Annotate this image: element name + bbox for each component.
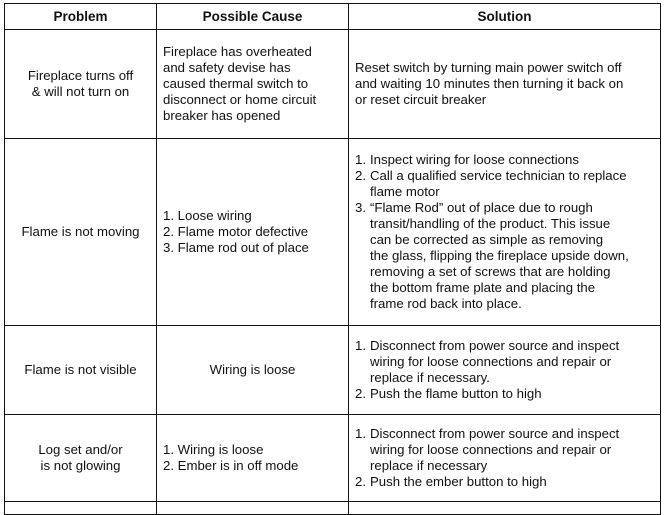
- problem-line: is not glowing: [40, 458, 121, 473]
- cause-line: and safety devise has: [163, 60, 291, 75]
- solution-cell: [348, 501, 661, 515]
- solution-step: 1. Disconnect from power source and insp…: [355, 426, 654, 474]
- step-line: flame motor: [370, 184, 440, 199]
- solution-step: 1. Inspect wiring for loose connections: [355, 152, 654, 168]
- problem-line: Fireplace turns off: [27, 68, 134, 83]
- solution-step: 1. Disconnect from power source and insp…: [355, 338, 654, 386]
- header-row: Problem Possible Cause Solution: [4, 3, 661, 30]
- header-possible-cause: Possible Cause: [156, 3, 349, 30]
- solution-steps: 1. Disconnect from power source and insp…: [355, 338, 654, 402]
- step-line: Push the ember button to high: [370, 474, 547, 489]
- step-number: 2.: [355, 168, 366, 183]
- step-number: 3.: [355, 200, 366, 215]
- step-line: the bottom frame plate and placing the: [370, 280, 596, 295]
- step-number: 2.: [355, 386, 366, 401]
- step-line: the glass, flipping the fireplace upside…: [370, 248, 629, 263]
- step-line: Disconnect from power source and inspect: [370, 426, 620, 441]
- step-line: can be corrected as simple as removing: [370, 232, 604, 247]
- solution-cell: Reset switch by turning main power switc…: [348, 29, 661, 139]
- cause-cell: Wiring is loose: [156, 325, 349, 415]
- step-number: 2.: [355, 474, 366, 489]
- problem-cell: [4, 501, 157, 515]
- cause-cell: Fireplace has overheated and safety devi…: [156, 29, 349, 139]
- header-problem: Problem: [4, 3, 157, 30]
- cause-cell: 1. Loose wiring 2. Flame motor defective…: [156, 138, 349, 326]
- solution-step: 3. “Flame Rod” out of place due to rough…: [355, 200, 654, 312]
- step-line: wiring for loose connections and repair …: [370, 354, 612, 369]
- solution-step: 2. Call a qualified service technician t…: [355, 168, 654, 200]
- step-line: replace if necessary: [370, 458, 488, 473]
- problem-line: Log set and/or: [38, 442, 123, 457]
- table-row: Fireplace turns off & will not turn on F…: [4, 29, 661, 139]
- troubleshooting-table: Problem Possible Cause Solution Fireplac…: [4, 3, 661, 515]
- cause-line: 3. Flame rod out of place: [163, 240, 309, 255]
- cause-line: 2. Flame motor defective: [163, 224, 309, 239]
- cause-line: caused thermal switch to: [163, 76, 309, 91]
- header-solution: Solution: [348, 3, 661, 30]
- problem-line: Flame is not visible: [24, 362, 137, 377]
- cause-line: 1. Loose wiring: [163, 208, 252, 223]
- solution-line: Reset switch by turning main power switc…: [355, 60, 622, 75]
- step-line: transit/handling of the product. This is…: [370, 216, 611, 231]
- solution-cell: 1. Disconnect from power source and insp…: [348, 414, 661, 502]
- step-number: 1.: [355, 338, 366, 353]
- step-line: Push the flame button to high: [370, 386, 542, 401]
- solution-cell: 1. Inspect wiring for loose connections …: [348, 138, 661, 326]
- step-line: replace if necessary.: [370, 370, 490, 385]
- solution-step: 2. Push the flame button to high: [355, 386, 654, 402]
- solution-cell: 1. Disconnect from power source and insp…: [348, 325, 661, 415]
- step-line: Disconnect from power source and inspect: [370, 338, 620, 353]
- table-row: Flame is not visible Wiring is loose 1. …: [4, 325, 661, 415]
- problem-cell: Log set and/or is not glowing: [4, 414, 157, 502]
- table-row: Log set and/or is not glowing 1. Wiring …: [4, 414, 661, 502]
- problem-line: & will not turn on: [31, 84, 130, 99]
- step-number: 1.: [355, 152, 366, 167]
- cause-line: Fireplace has overheated: [163, 44, 312, 59]
- problem-cell: Flame is not visible: [4, 325, 157, 415]
- solution-step: 2. Push the ember button to high: [355, 474, 654, 490]
- cause-cell: [156, 501, 349, 515]
- solution-line: or reset circuit breaker: [355, 92, 487, 107]
- cause-line: breaker has opened: [163, 108, 281, 123]
- solution-steps: 1. Inspect wiring for loose connections …: [355, 152, 654, 312]
- step-line: Inspect wiring for loose connections: [370, 152, 579, 167]
- cause-line: Wiring is loose: [209, 362, 296, 377]
- solution-steps: 1. Disconnect from power source and insp…: [355, 426, 654, 490]
- problem-cell: Fireplace turns off & will not turn on: [4, 29, 157, 139]
- cause-cell: 1. Wiring is loose 2. Ember is in off mo…: [156, 414, 349, 502]
- cause-line: 1. Wiring is loose: [163, 442, 264, 457]
- cause-line: disconnect or home circuit: [163, 92, 317, 107]
- step-line: wiring for loose connections and repair …: [370, 442, 612, 457]
- step-line: “Flame Rod” out of place due to rough: [370, 200, 593, 215]
- table-row: Flame is not moving 1. Loose wiring 2. F…: [4, 138, 661, 326]
- table-row-partial: [4, 501, 661, 515]
- step-line: Call a qualified service technician to r…: [370, 168, 627, 183]
- cause-line: 2. Ember is in off mode: [163, 458, 299, 473]
- problem-cell: Flame is not moving: [4, 138, 157, 326]
- problem-line: Flame is not moving: [21, 224, 140, 239]
- solution-line: and waiting 10 minutes then turning it b…: [355, 76, 624, 91]
- step-line: frame rod back into place.: [370, 296, 522, 311]
- step-line: removing a set of screws that are holdin…: [370, 264, 611, 279]
- step-number: 1.: [355, 426, 366, 441]
